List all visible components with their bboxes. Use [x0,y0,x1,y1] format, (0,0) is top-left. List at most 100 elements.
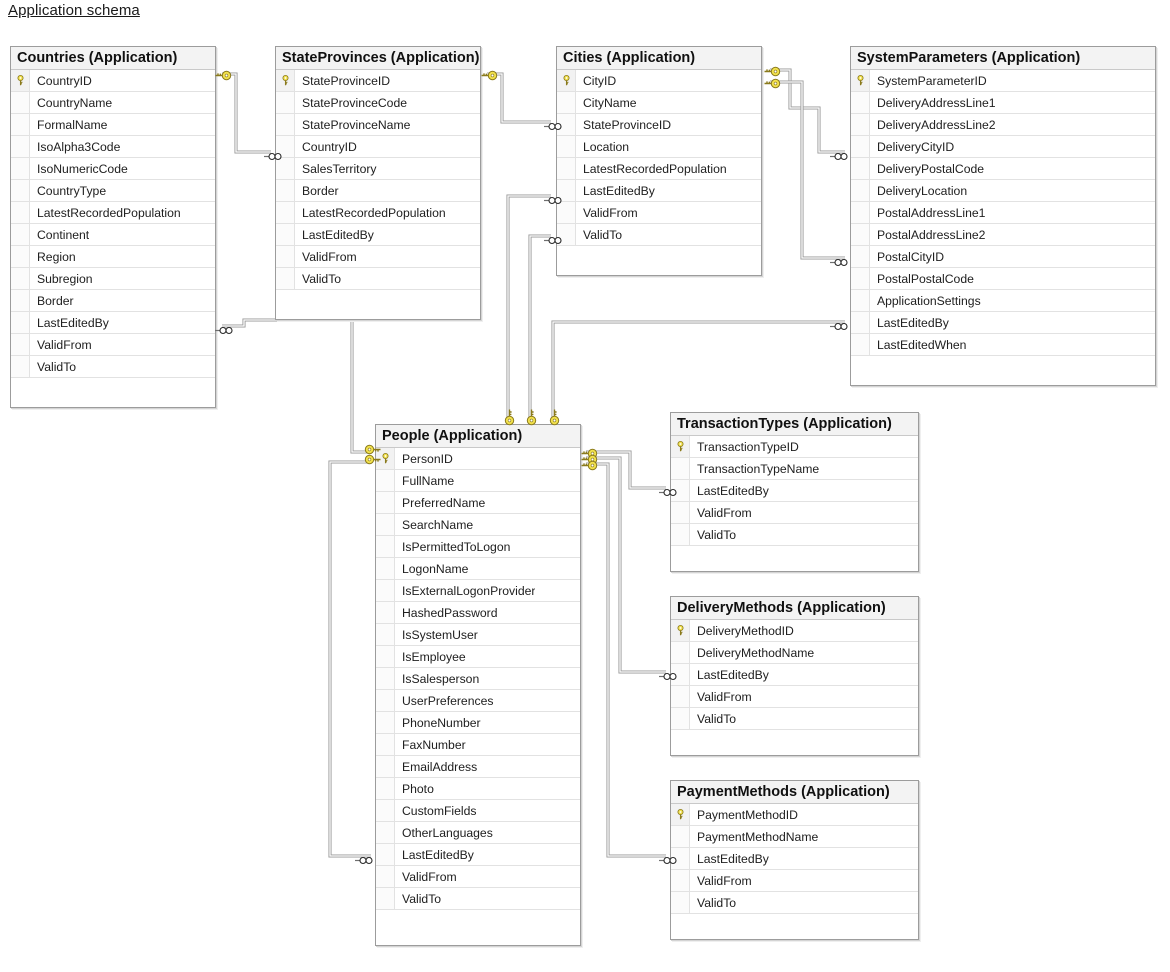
entity-table-systemparameters[interactable]: SystemParameters (Application)SystemPara… [850,46,1156,386]
column-row[interactable]: SalesTerritory [276,158,480,180]
column-row[interactable]: CountryID [276,136,480,158]
column-row[interactable]: PostalCityID [851,246,1155,268]
column-row[interactable]: IsEmployee [376,646,580,668]
column-row[interactable]: HashedPassword [376,602,580,624]
column-row[interactable]: LastEditedBy [671,848,918,870]
column-row[interactable]: Border [11,290,215,312]
column-row[interactable]: ValidFrom [671,870,918,892]
column-row[interactable]: Continent [11,224,215,246]
column-row-pk[interactable]: PersonID [376,448,580,470]
column-gutter [851,136,870,157]
column-row[interactable]: DeliveryAddressLine2 [851,114,1155,136]
column-row[interactable]: LastEditedBy [671,480,918,502]
column-row[interactable]: ValidFrom [376,866,580,888]
column-row[interactable]: IsExternalLogonProvider [376,580,580,602]
column-row[interactable]: ValidTo [376,888,580,910]
column-row[interactable]: LogonName [376,558,580,580]
column-row[interactable]: Photo [376,778,580,800]
column-row[interactable]: DeliveryLocation [851,180,1155,202]
column-row[interactable]: LastEditedBy [557,180,761,202]
column-row[interactable]: PostalPostalCode [851,268,1155,290]
column-row[interactable]: LatestRecordedPopulation [276,202,480,224]
column-row[interactable]: ValidFrom [11,334,215,356]
column-row[interactable]: FullName [376,470,580,492]
column-row-pk[interactable]: PaymentMethodID [671,804,918,826]
column-row[interactable]: DeliveryCityID [851,136,1155,158]
column-row[interactable]: FaxNumber [376,734,580,756]
column-row[interactable]: StateProvinceCode [276,92,480,114]
column-row[interactable]: ValidTo [671,524,918,546]
column-row[interactable]: PreferredName [376,492,580,514]
column-row[interactable]: Region [11,246,215,268]
column-row[interactable]: StateProvinceID [557,114,761,136]
column-name: LastEditedBy [697,667,769,682]
column-row[interactable]: ValidTo [276,268,480,290]
column-row[interactable]: SearchName [376,514,580,536]
column-row[interactable]: ValidTo [557,224,761,246]
column-row[interactable]: IsoAlpha3Code [11,136,215,158]
column-name: PaymentMethodName [697,829,819,844]
column-name: ValidFrom [37,337,92,352]
column-row[interactable]: Subregion [11,268,215,290]
column-row[interactable]: CountryType [11,180,215,202]
column-row[interactable]: PostalAddressLine2 [851,224,1155,246]
column-row[interactable]: ValidFrom [671,686,918,708]
column-row[interactable]: StateProvinceName [276,114,480,136]
column-row[interactable]: IsSalesperson [376,668,580,690]
column-row[interactable]: TransactionTypeName [671,458,918,480]
column-row-pk[interactable]: SystemParameterID [851,70,1155,92]
column-row[interactable]: LatestRecordedPopulation [11,202,215,224]
column-row[interactable]: CustomFields [376,800,580,822]
column-row[interactable]: PhoneNumber [376,712,580,734]
column-row-pk[interactable]: CountryID [11,70,215,92]
column-row[interactable]: ValidFrom [557,202,761,224]
column-row-pk[interactable]: StateProvinceID [276,70,480,92]
column-row[interactable]: UserPreferences [376,690,580,712]
column-row[interactable]: LastEditedWhen [851,334,1155,356]
column-row[interactable]: IsoNumericCode [11,158,215,180]
column-gutter [671,826,690,847]
column-row[interactable]: DeliveryAddressLine1 [851,92,1155,114]
column-gutter [276,202,295,223]
many-cardinality-icon [355,852,373,865]
column-row[interactable]: DeliveryMethodName [671,642,918,664]
column-row[interactable]: Border [276,180,480,202]
column-row[interactable]: IsSystemUser [376,624,580,646]
column-row[interactable]: PostalAddressLine1 [851,202,1155,224]
column-row[interactable]: Location [557,136,761,158]
entity-table-deliverymethods[interactable]: DeliveryMethods (Application)DeliveryMet… [670,596,919,756]
column-row[interactable]: CityName [557,92,761,114]
column-row[interactable]: ValidFrom [671,502,918,524]
column-row[interactable]: CountryName [11,92,215,114]
column-row-pk[interactable]: DeliveryMethodID [671,620,918,642]
column-row[interactable]: OtherLanguages [376,822,580,844]
column-row[interactable]: LastEditedBy [671,664,918,686]
column-row[interactable]: IsPermittedToLogon [376,536,580,558]
column-row[interactable]: LastEditedBy [276,224,480,246]
column-row[interactable]: ValidTo [11,356,215,378]
column-row[interactable]: ValidTo [671,892,918,914]
column-row[interactable]: LastEditedBy [11,312,215,334]
column-row[interactable]: ValidFrom [276,246,480,268]
relationship-line-highlight [329,461,371,857]
column-row[interactable]: LatestRecordedPopulation [557,158,761,180]
column-row[interactable]: DeliveryPostalCode [851,158,1155,180]
column-gutter [11,92,30,113]
entity-table-stateprovinces[interactable]: StateProvinces (Application)StateProvinc… [275,46,481,320]
column-row-pk[interactable]: CityID [557,70,761,92]
column-row[interactable]: EmailAddress [376,756,580,778]
column-row[interactable]: ValidTo [671,708,918,730]
column-row[interactable]: FormalName [11,114,215,136]
column-row[interactable]: LastEditedBy [851,312,1155,334]
column-row[interactable]: LastEditedBy [376,844,580,866]
column-row-pk[interactable]: TransactionTypeID [671,436,918,458]
one-cardinality-key-icon [215,68,232,81]
entity-table-paymentmethods[interactable]: PaymentMethods (Application)PaymentMetho… [670,780,919,940]
entity-table-transactiontypes[interactable]: TransactionTypes (Application)Transactio… [670,412,919,572]
column-row[interactable]: PaymentMethodName [671,826,918,848]
column-row[interactable]: ApplicationSettings [851,290,1155,312]
column-name: TransactionTypeName [697,461,820,476]
